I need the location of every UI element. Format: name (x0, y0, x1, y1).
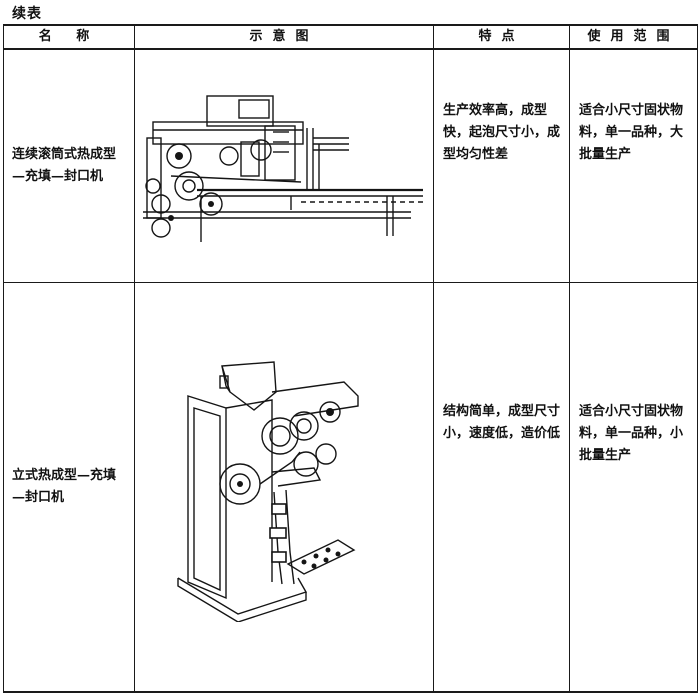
scope-cell: 适合小尺寸固状物料，单一品种，小批量生产 (569, 282, 698, 693)
header-scope: 使用范围 (569, 24, 698, 50)
table-header-row: 名 称 示意图 特点 使用范围 (3, 24, 698, 50)
machine-name: 立式热成型—充填—封口机 (12, 468, 117, 505)
features-text: 生产效率高，成型快，起泡尺寸小，成型均匀性差 (443, 103, 561, 162)
features-text: 结构简单，成型尺寸小，速度低，造价低 (443, 404, 561, 441)
table-caption: 续表 (12, 6, 42, 22)
diagram-cell (134, 282, 434, 693)
features-cell: 结构简单，成型尺寸小，速度低，造价低 (433, 282, 570, 693)
header-diagram: 示意图 (134, 24, 434, 50)
machine-name: 连续滚筒式热成型—充填—封口机 (12, 147, 117, 184)
header-name: 名 称 (3, 24, 135, 50)
continuous-drum-machine-drawing (143, 95, 423, 242)
machine-name-cell: 立式热成型—充填—封口机 (3, 282, 135, 693)
features-cell: 生产效率高，成型快，起泡尺寸小，成型均匀性差 (433, 48, 570, 283)
scope-text: 适合小尺寸固状物料，单一品种，小批量生产 (579, 404, 684, 463)
scope-cell: 适合小尺寸固状物料，单一品种，大批量生产 (569, 48, 698, 283)
header-features: 特点 (433, 24, 570, 50)
diagram-cell (134, 48, 434, 283)
table-row: 连续滚筒式热成型—充填—封口机 (3, 48, 698, 283)
machine-table: 名 称 示意图 特点 使用范围 连续滚筒式热成型—充填—封口机 (3, 24, 698, 693)
machine-name-cell: 连续滚筒式热成型—充填—封口机 (3, 48, 135, 283)
scope-text: 适合小尺寸固状物料，单一品种，大批量生产 (579, 103, 684, 162)
vertical-machine-drawing (177, 361, 359, 622)
table-row: 立式热成型—充填—封口机 (3, 282, 698, 693)
